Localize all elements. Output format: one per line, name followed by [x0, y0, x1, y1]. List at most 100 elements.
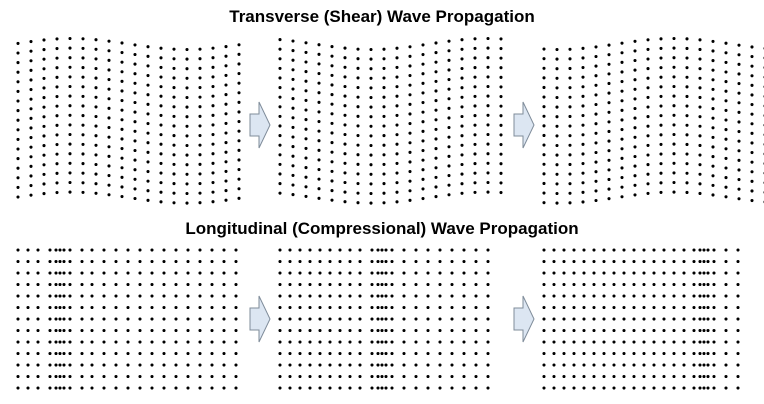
- particle-dot: [592, 271, 596, 275]
- particle-dot: [68, 36, 72, 41]
- particle-dot: [685, 133, 689, 137]
- particle-dot: [555, 143, 559, 148]
- particle-dot: [358, 271, 362, 275]
- particle-dot: [395, 152, 399, 156]
- particle-dot: [581, 181, 585, 185]
- particle-dot: [222, 294, 226, 298]
- particle-dot: [438, 328, 442, 333]
- particle-dot: [474, 294, 478, 298]
- particle-dot: [602, 363, 606, 367]
- particle-dot: [602, 340, 606, 344]
- particle-dot: [724, 185, 728, 189]
- particle-dot: [712, 363, 716, 367]
- particle-dot: [222, 317, 226, 321]
- particle-dot: [607, 62, 611, 66]
- particle-dot: [224, 160, 228, 164]
- particle-dot: [711, 107, 715, 111]
- particle-dot: [159, 181, 163, 185]
- particle-dot: [120, 156, 124, 160]
- particle-dot: [159, 75, 163, 79]
- particle-dot: [462, 363, 466, 367]
- particle-dot: [68, 104, 72, 108]
- particle-dot: [198, 328, 202, 333]
- particle-dot: [672, 104, 676, 108]
- particle-dot: [682, 259, 686, 264]
- particle-dot: [582, 271, 586, 275]
- particle-dot: [146, 160, 150, 164]
- particle-dot: [146, 73, 150, 78]
- particle-dot: [16, 147, 20, 151]
- particle-dot: [348, 386, 352, 390]
- particle-dot: [298, 305, 302, 310]
- particle-dot: [460, 191, 464, 195]
- particle-dot: [473, 162, 477, 166]
- particle-dot: [224, 150, 228, 154]
- particle-dot: [486, 363, 490, 367]
- particle-dot: [162, 259, 166, 264]
- particle-dot: [356, 47, 360, 51]
- particle-dot: [712, 305, 716, 310]
- particle-dot: [198, 153, 202, 157]
- particle-dot: [568, 105, 572, 109]
- particle-dot: [486, 94, 490, 98]
- particle-dot: [750, 103, 754, 107]
- particle-dot: [222, 305, 226, 310]
- particle-dot: [146, 54, 150, 58]
- particle-dot: [672, 374, 676, 379]
- particle-dot: [685, 142, 689, 147]
- particle-dot: [308, 271, 312, 275]
- particle-dot: [672, 56, 676, 60]
- particle-dot: [434, 185, 438, 189]
- particle-dot: [662, 317, 666, 321]
- particle-dot: [447, 39, 451, 43]
- particle-dot: [94, 47, 98, 51]
- particle-dot: [138, 386, 142, 390]
- particle-dot: [612, 351, 616, 356]
- particle-dot: [414, 340, 418, 344]
- particle-dot: [447, 49, 451, 53]
- particle-dot: [555, 95, 559, 100]
- particle-dot: [682, 328, 686, 333]
- particle-dot: [81, 152, 85, 156]
- particle-dot: [102, 351, 106, 356]
- particle-dot: [402, 328, 406, 333]
- particle-dot: [278, 351, 282, 356]
- particle-dot: [26, 374, 30, 379]
- particle-dot: [185, 105, 189, 109]
- particle-dot: [632, 363, 636, 367]
- particle-dot: [126, 305, 130, 310]
- transverse-frame-3: [542, 36, 764, 205]
- particle-dot: [462, 328, 466, 333]
- particle-dot: [369, 201, 373, 205]
- particle-dot: [711, 174, 715, 178]
- particle-dot: [672, 161, 676, 165]
- particle-dot: [90, 317, 94, 321]
- particle-dot: [102, 294, 106, 298]
- particle-dot: [358, 305, 362, 310]
- particle-dot: [460, 143, 464, 147]
- particle-dot: [94, 191, 98, 195]
- particle-dot: [552, 294, 556, 298]
- particle-dot: [632, 317, 636, 321]
- particle-dot: [317, 196, 321, 200]
- particle-dot: [473, 46, 477, 50]
- particle-dot: [317, 43, 321, 47]
- particle-dot: [408, 179, 412, 183]
- particle-dot: [338, 374, 342, 379]
- particle-dot: [211, 46, 215, 50]
- particle-dot: [685, 56, 689, 60]
- particle-dot: [460, 153, 464, 157]
- particle-dot: [81, 37, 85, 41]
- particle-dot: [291, 39, 295, 43]
- particle-dot: [382, 162, 386, 166]
- particle-dot: [356, 153, 360, 157]
- particle-dot: [685, 66, 689, 70]
- particle-dot: [711, 116, 715, 120]
- particle-dot: [447, 68, 451, 72]
- particle-dot: [402, 259, 406, 264]
- particle-dot: [447, 87, 451, 91]
- particle-dot: [552, 248, 556, 252]
- particle-dot: [607, 43, 611, 47]
- particle-dot: [186, 386, 190, 390]
- particle-dot: [646, 38, 650, 42]
